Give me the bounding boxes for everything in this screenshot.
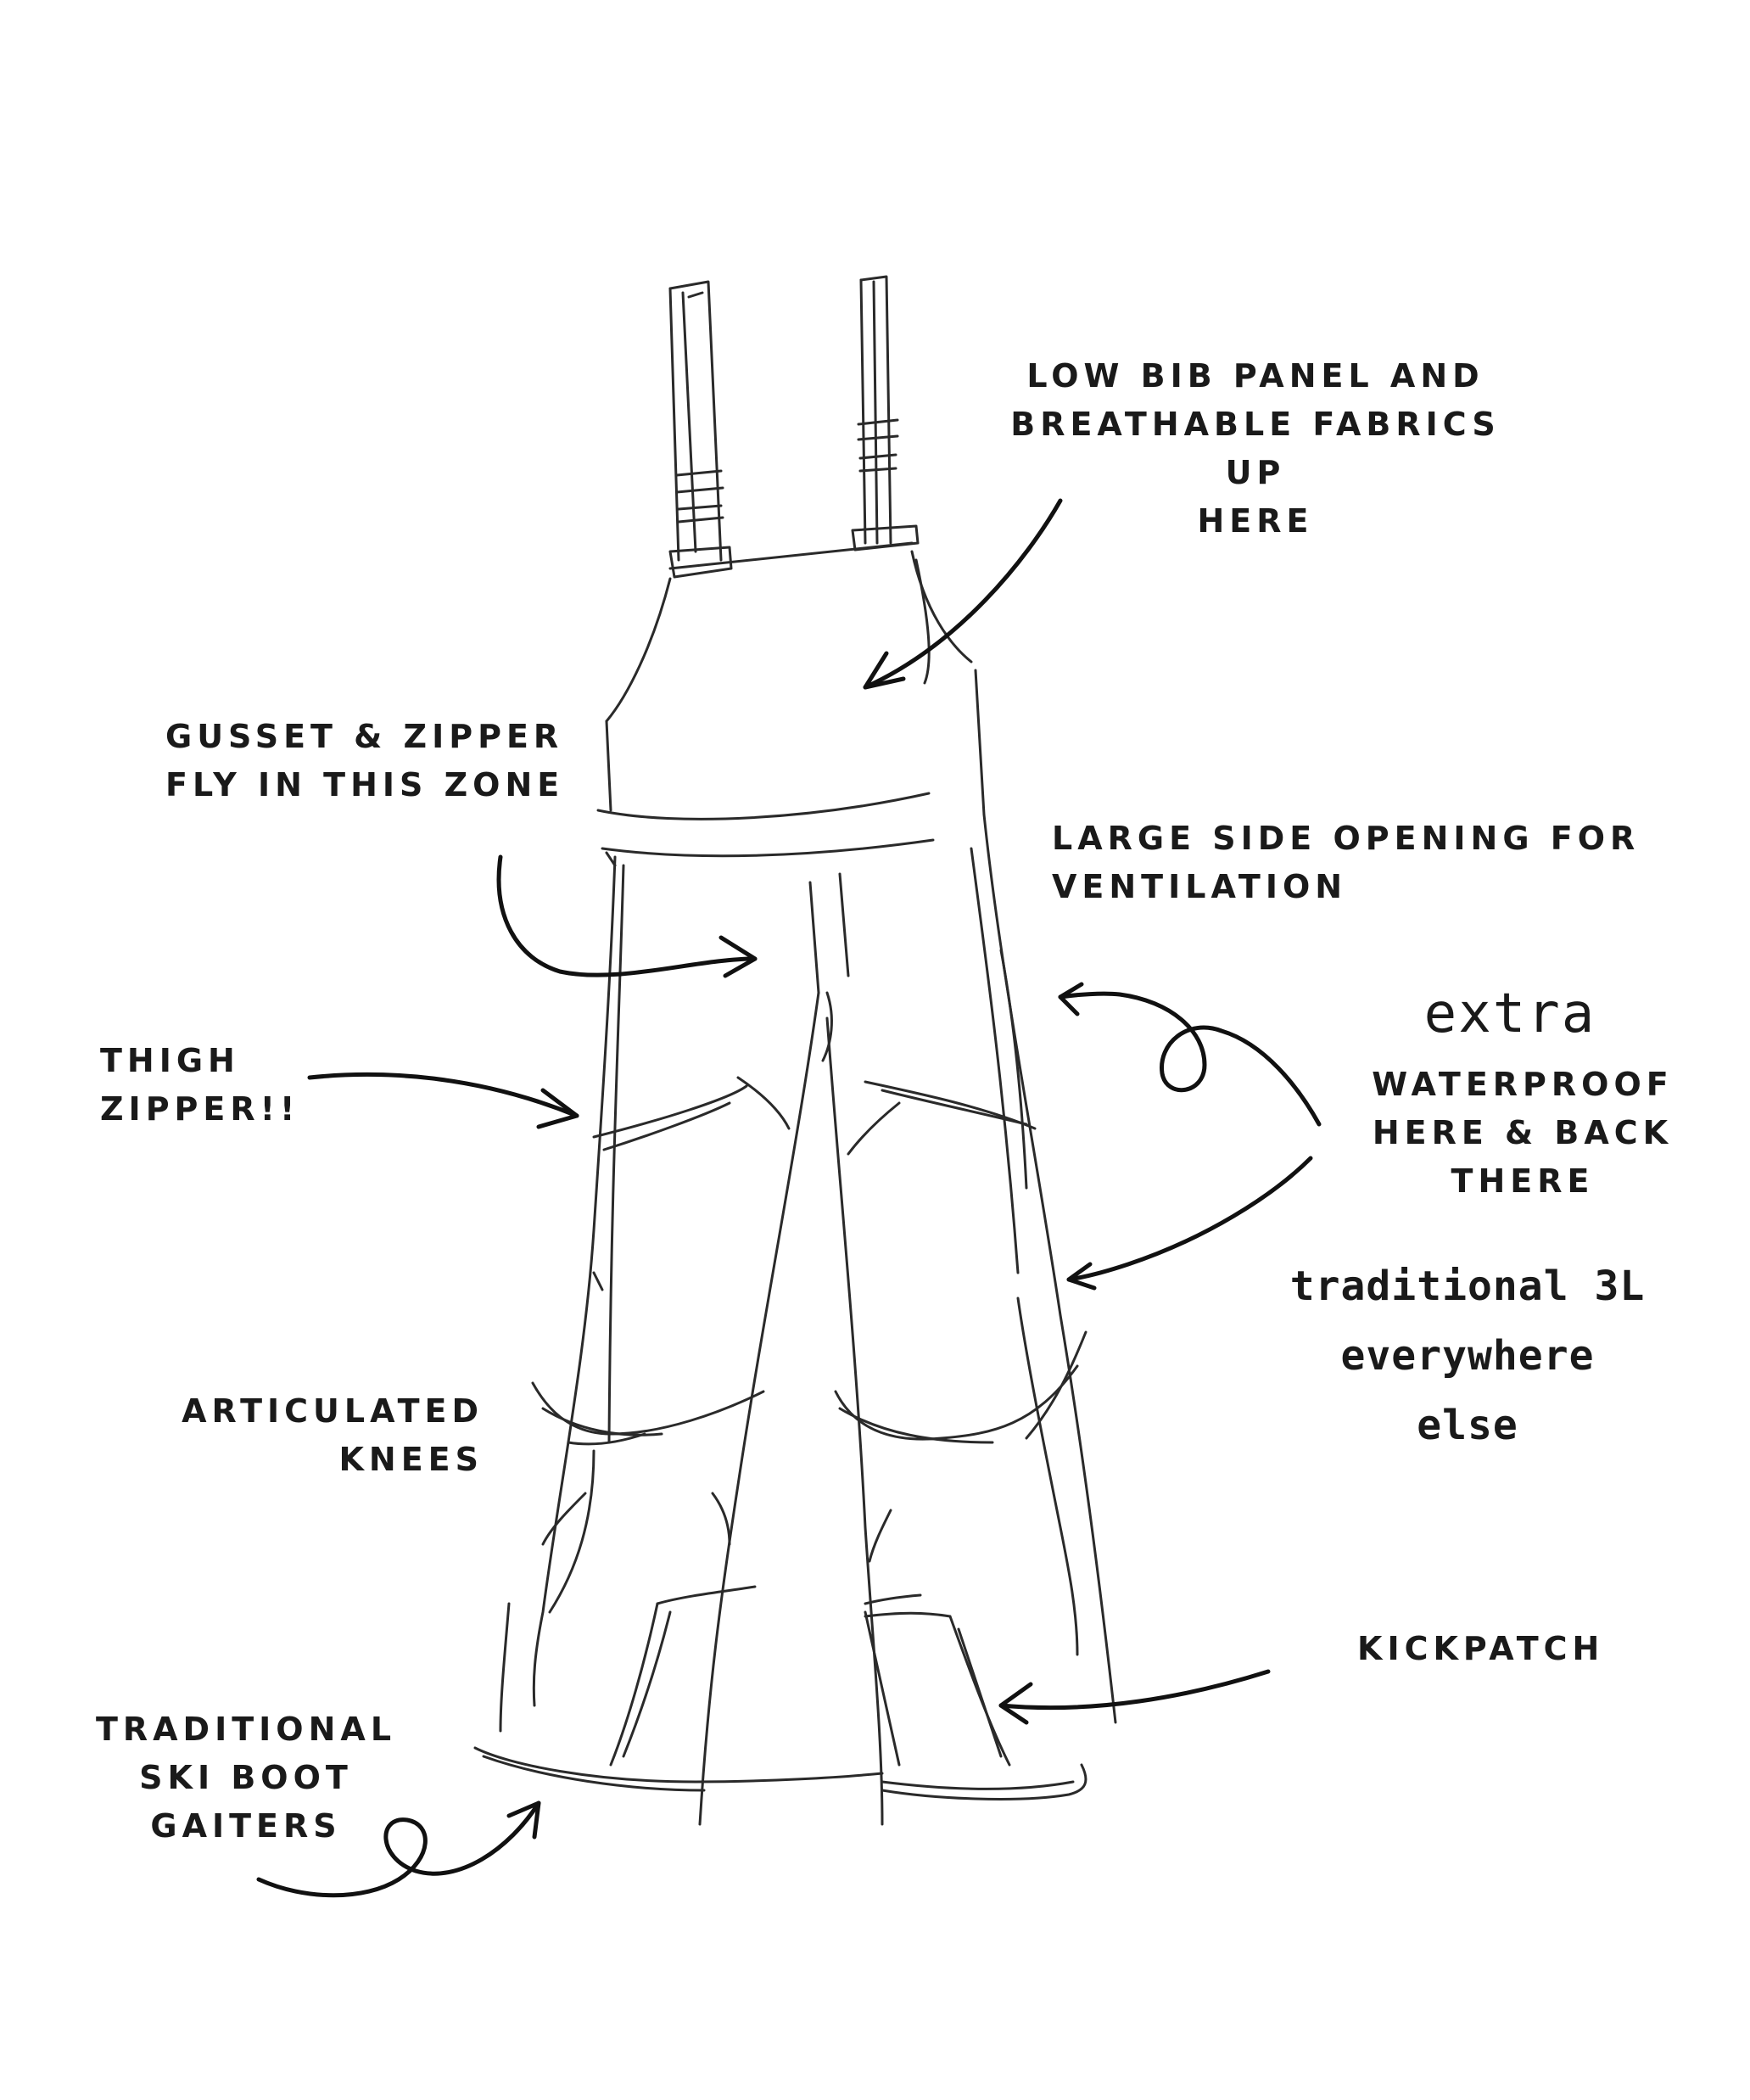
annotation-bib: LOW BIB PANEL AND BREATHABLE FABRICS UP … [1010,357,1501,540]
annotation-gaiters: TRADITIONAL SKI BOOT GAITERS [95,1711,397,1845]
arrow-side-opening [1058,982,1322,1127]
waistband [596,792,935,867]
annotation-gusset: GUSSET & ZIPPER FLY IN THIS ZONE [165,718,565,804]
bib-panel [605,541,986,816]
annotation-traditional-3l: traditional 3L everywhere else [1289,1263,1646,1449]
right-strap [851,275,920,552]
gaiter-hems [473,1746,1087,1800]
knee-seams [531,1330,1087,1563]
annotation-knees: ARTICULATED KNEES [182,1392,484,1478]
arrow-waterproof-back [1066,1156,1313,1291]
arrow-bib [863,498,1063,690]
fly-zipper [808,872,850,1062]
right-leg [825,813,1117,1826]
thigh-seams [592,1076,1037,1156]
arrow-gaiters [256,1800,541,1898]
annotation-side-opening: LARGE SIDE OPENING FOR VENTILATION [1052,820,1641,905]
annotation-waterproof: WATERPROOF HERE & BACK THERE [1372,1066,1674,1200]
kickpatches [609,1585,1011,1767]
arrow-kickpatch [998,1669,1271,1725]
left-strap [668,280,733,579]
annotation-kickpatch: KICKPATCH [1357,1630,1605,1667]
arrow-thigh [307,1072,579,1129]
arrow-gusset [496,854,758,978]
annotation-thigh: THIGH ZIPPER!! [100,1042,300,1128]
annotation-extra: extra [1423,983,1596,1045]
left-leg [499,855,820,1826]
